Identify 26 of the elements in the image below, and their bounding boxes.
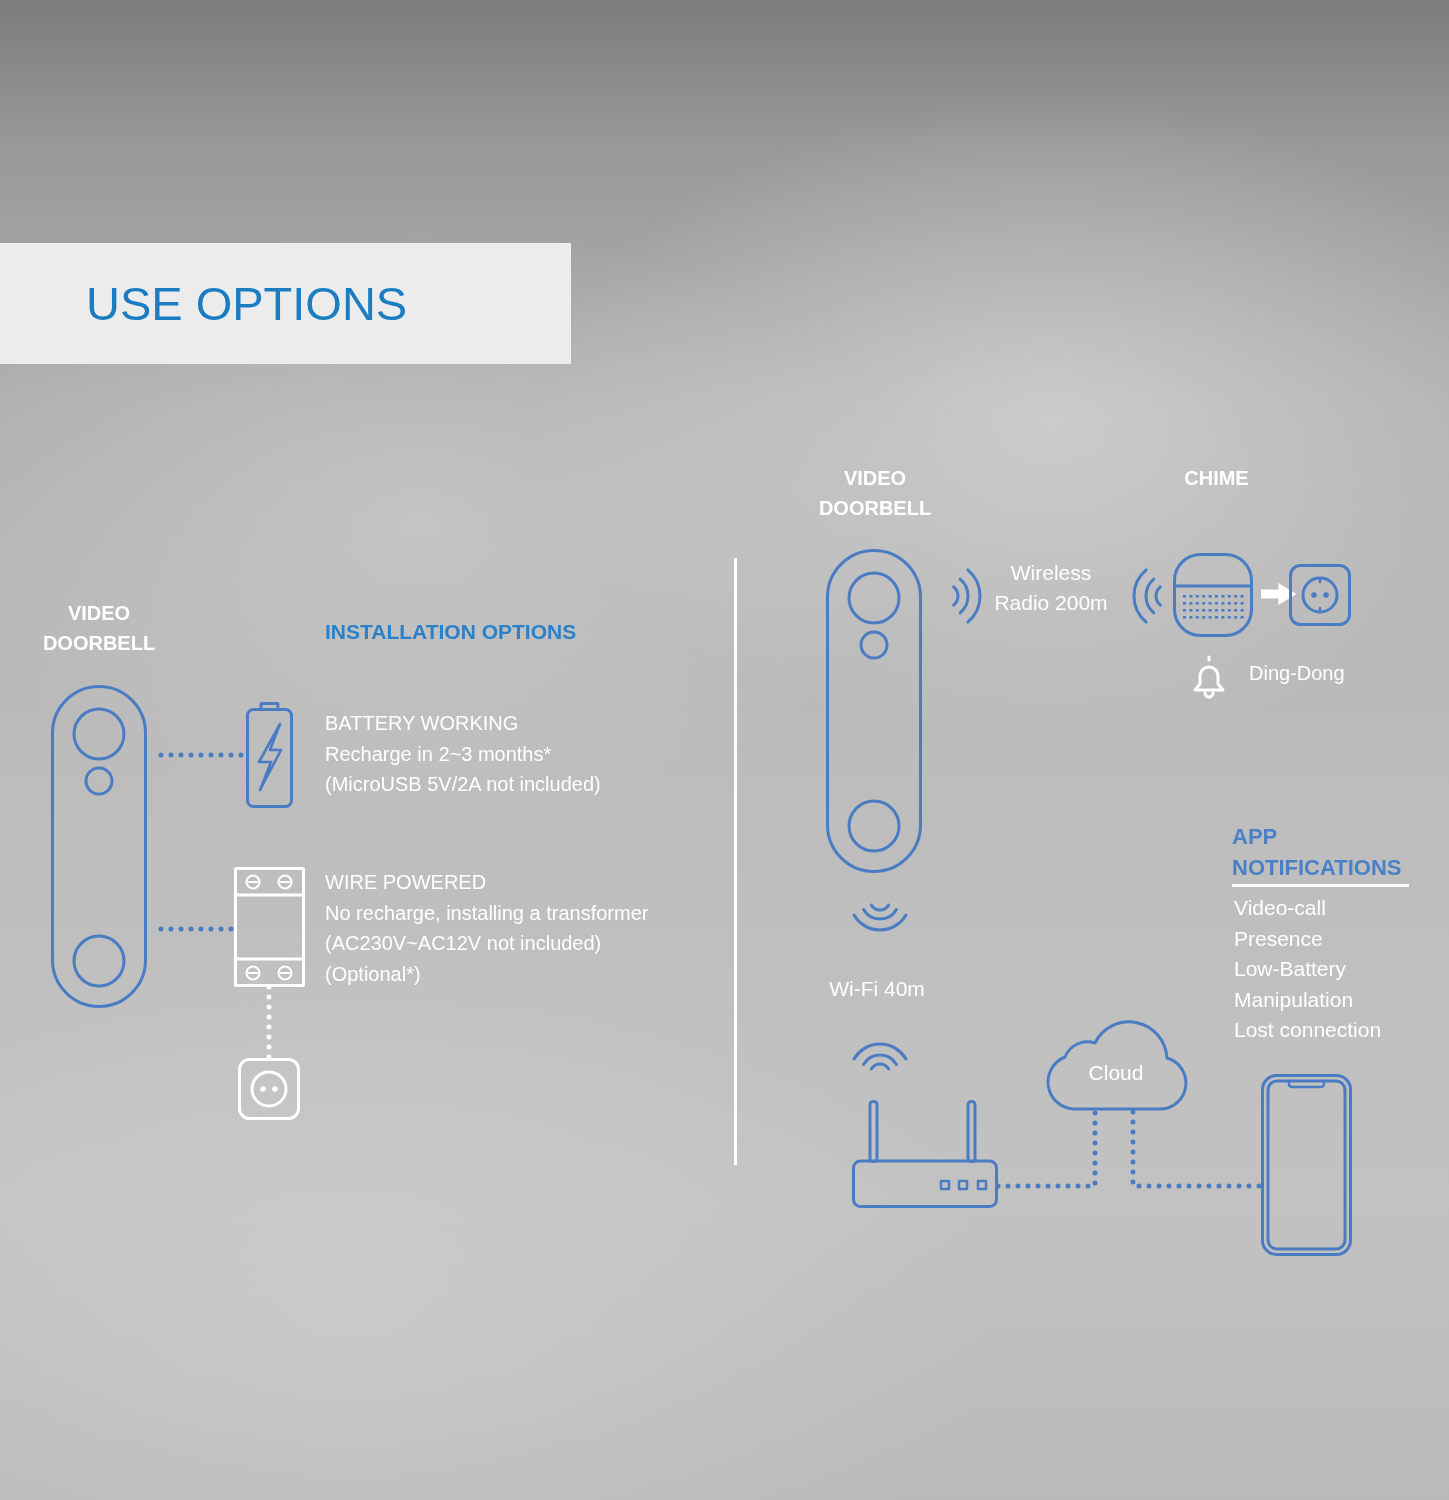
option-note: (MicroUSB 5V/2A not included) (325, 772, 601, 797)
option-title: BATTERY WORKING (325, 711, 519, 736)
arrow (1261, 583, 1297, 605)
notification-item: Presence (1234, 925, 1323, 952)
range-label: Wireless Radio 200m (993, 560, 1109, 616)
dotted-connector (266, 984, 272, 1061)
range-label: Wi-Fi 40m (829, 976, 925, 1002)
page-title: USE OPTIONS (86, 276, 408, 331)
option-note: (AC230V~AC12V not included) (325, 931, 602, 956)
notification-item: Video-call (1234, 895, 1326, 921)
section-heading: APP NOTIFICATIONS (1232, 823, 1403, 882)
dotted-connector (1130, 1109, 1264, 1189)
device-heading: VIDEO DOORBELL (817, 466, 933, 521)
section-heading: INSTALLATION OPTIONS (325, 619, 577, 645)
notification-item: Manipulation (1234, 986, 1354, 1013)
option-title: WIRE POWERED (325, 870, 487, 895)
notification-item: Low-Battery (1234, 956, 1347, 982)
cloud-label: Cloud (1087, 1060, 1145, 1086)
option-note: No recharge, installing a transformer (325, 900, 649, 926)
notification-item: Lost connection (1234, 1017, 1382, 1043)
sound-caption: Ding-Dong (1249, 661, 1345, 686)
option-note: (Optional*) (325, 961, 421, 987)
dotted-connector (995, 1109, 1098, 1189)
device-heading: VIDEO DOORBELL (41, 601, 157, 656)
device-heading: CHIME (1183, 466, 1250, 491)
option-note: Recharge in 2~3 months* (325, 741, 552, 767)
